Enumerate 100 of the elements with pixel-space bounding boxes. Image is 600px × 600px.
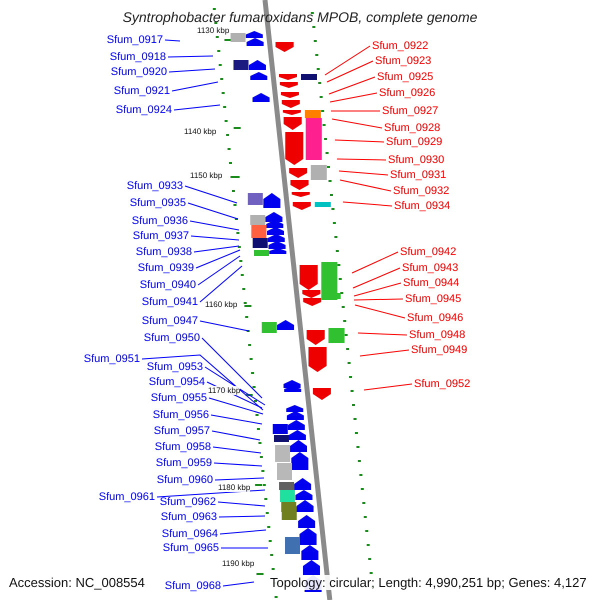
gene-label: Sfum_0931 [390,168,446,182]
leader-line [188,202,238,220]
scale-label: 1180 kbp [218,483,250,492]
gene-label: Sfum_0928 [384,122,440,134]
leader-line [200,320,250,332]
gene-label: Sfum_0954 [148,376,205,388]
scale-label: 1150 kbp [190,171,222,180]
leader-line [208,398,264,414]
gene-label: Sfum_0918 [110,50,166,64]
gene-label: Sfum_0958 [154,440,211,454]
leader-line [354,282,402,296]
scale-label: 1160 kbp [205,300,238,309]
leader-line [352,268,400,288]
scale-label: 1170 kbp [208,386,240,395]
gene-label: Sfum_0957 [154,424,210,438]
gene-label: Sfum_0935 [130,196,186,210]
gene-label: Sfum_0940 [140,278,196,292]
leader-line [364,384,412,390]
leader-line [202,338,262,398]
gene-label: Sfum_0936 [132,214,188,228]
gene-label: Sfum_0927 [382,104,438,118]
gene-label: Sfum_0926 [379,86,436,100]
scale-label: 1140 kbp [184,127,216,136]
gene-label: Sfum_0924 [116,104,172,116]
scale-label: 1130 kbp [197,26,230,35]
leader-line [354,304,406,318]
scale-label: 1190 kbp [222,559,254,568]
leader-line [214,478,264,480]
leader-line [334,140,384,142]
info-text: Topology: circular; Length: 4,990,251 bp; Genes: 4,127 [270,575,587,590]
gene-label: Sfum_0961 [98,490,155,504]
leader-line [332,118,382,128]
leader-line [194,246,240,252]
leader-line [358,332,408,336]
gene-label: Sfum_0968 [164,580,221,592]
gene-label: Sfum_0922 [372,40,428,52]
gene-label: Sfum_0921 [114,84,170,98]
leader-line [336,158,386,160]
gene-label: Sfum_0950 [144,332,200,344]
gene-label: Sfum_0955 [150,392,207,404]
gene-label: Sfum_0960 [156,474,213,486]
gene-label: Sfum_0945 [405,292,462,306]
gene-label: Sfum_0944 [403,276,460,290]
gene-label: Sfum_0964 [162,528,218,540]
leader-line [198,256,240,286]
gene-label: Sfum_0952 [414,378,470,390]
leader-line [354,298,404,300]
leader-line [190,220,240,230]
gene-label: Sfum_0917 [106,34,163,46]
leader-line [338,170,388,176]
gene-label: Sfum_0963 [160,510,217,524]
gene-label: Sfum_0933 [126,180,183,192]
leader-line [360,350,410,356]
gene-label: Sfum_0946 [407,312,464,324]
gene-label: Sfum_0932 [393,184,450,198]
leader-line [328,76,376,94]
leader-line [212,430,260,440]
leader-line [164,40,180,42]
leader-line [324,46,370,76]
leader-line [330,92,378,102]
gene-label: Sfum_0943 [402,262,458,274]
leader-line [156,490,266,498]
gene-label: Sfum_0942 [400,246,456,258]
title: Syntrophobacter fumaroxidans MPOB, complete genome [122,9,478,25]
leader-line [218,516,266,518]
leader-line [220,530,266,534]
leader-line [196,250,240,268]
gene-label: Sfum_0938 [136,246,192,258]
leader-line [168,56,214,58]
leader-line [172,82,218,92]
leader-line [142,354,264,410]
leader-line [214,462,262,466]
gene-label: Sfum_0930 [388,154,444,166]
gene-label: Sfum_0962 [160,496,216,508]
leader-line [222,582,254,586]
gene-label: Sfum_0934 [394,200,450,212]
gene-label: Sfum_0939 [138,262,194,274]
leader-line [200,266,242,302]
gene-label: Sfum_0925 [377,70,434,84]
leader-line [210,414,262,424]
gene-label: Sfum_0956 [152,408,209,422]
gene-label: Sfum_0920 [110,66,167,78]
gene-label: Sfum_0923 [375,54,432,68]
leader-line [352,252,398,274]
gene-label: Sfum_0949 [411,344,468,356]
leader-line [340,180,392,192]
gene-label: Sfum_0959 [156,456,212,470]
gene-label: Sfum_0953 [146,360,203,374]
gene-label: Sfum_0965 [162,542,219,554]
leader-line [190,236,240,240]
leader-line [330,110,380,112]
leader-line [174,104,220,110]
gene-label: Sfum_0951 [84,352,140,366]
gene-label: Sfum_0948 [409,328,466,342]
gene-label: Sfum_0937 [132,230,189,242]
leader-line [342,202,392,206]
leader-line [212,446,262,454]
gene-label: Sfum_0947 [142,314,198,328]
gene-label: Sfum_0941 [142,296,198,308]
gene-label: Sfum_0929 [386,136,442,148]
